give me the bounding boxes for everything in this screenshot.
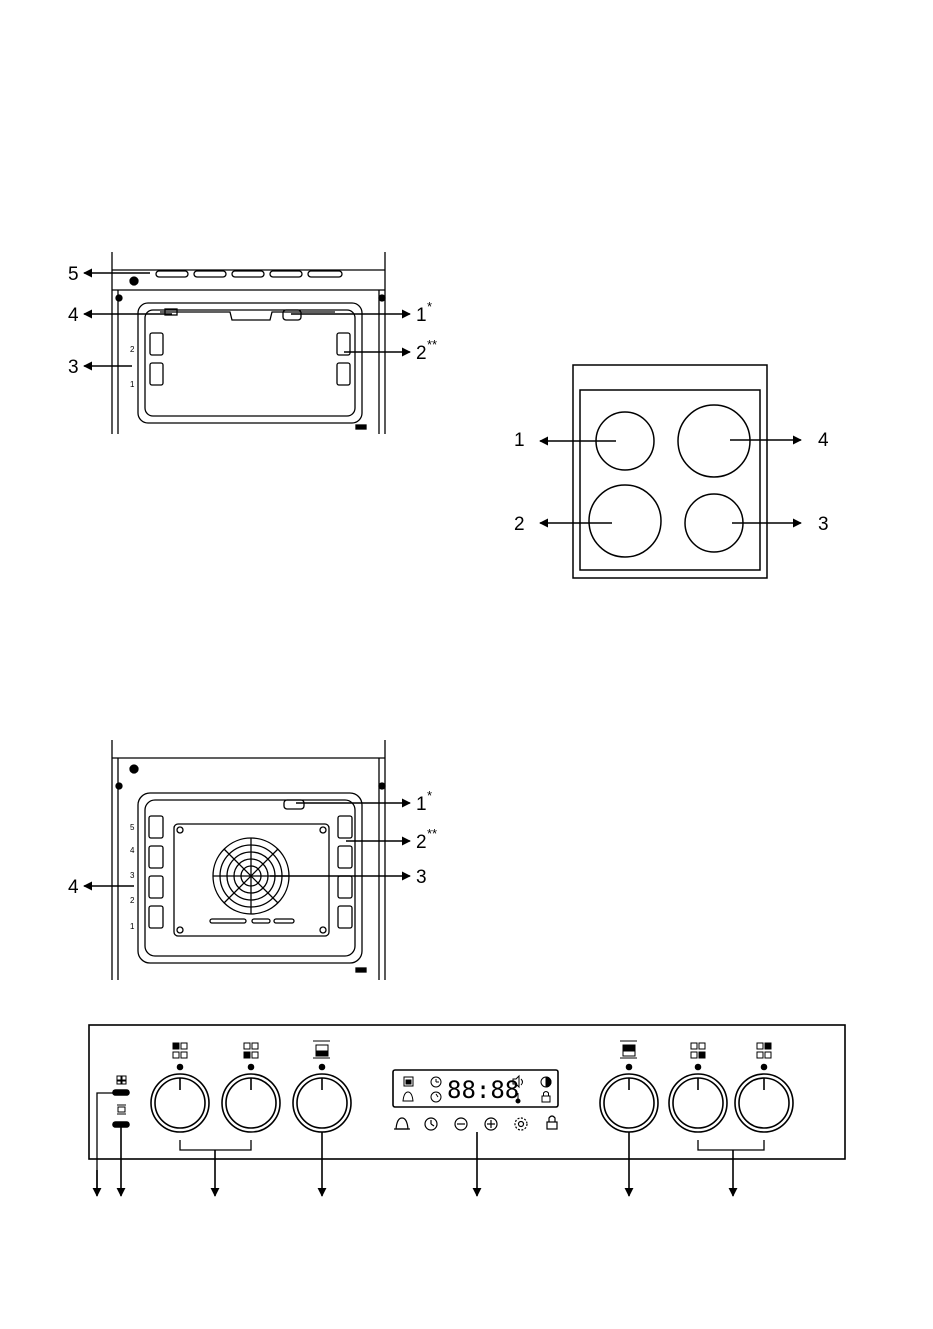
- cooking-zone-rear-right: [678, 405, 750, 477]
- hob-callout-4: 4: [818, 430, 829, 451]
- minus-icon[interactable]: [455, 1118, 467, 1130]
- front-right-zone-knob[interactable]: [669, 1074, 727, 1132]
- rear-right-zone-knob[interactable]: [735, 1074, 793, 1132]
- upper-callout-1: 1: [416, 305, 427, 326]
- upper-callout-2-mark: **: [427, 337, 437, 352]
- lower-oven-light-icon: [117, 1105, 126, 1114]
- grill-element: [156, 271, 342, 277]
- cooking-end-icon: [431, 1092, 441, 1102]
- bell-icon[interactable]: [394, 1118, 410, 1129]
- lower-shelf-level-5: 5: [130, 823, 135, 832]
- display-digits: 88:88: [447, 1076, 519, 1104]
- hob-callout-2: 2: [514, 514, 525, 535]
- upper-oven-light-switch[interactable]: [113, 1090, 129, 1095]
- upper-callout-3: 3: [68, 357, 79, 378]
- upper-oven-light-icon: [117, 1076, 126, 1084]
- control-panel-arrows: [97, 1125, 733, 1196]
- hob-arrows: [540, 440, 801, 523]
- lower-shelf-level-2: 2: [130, 896, 135, 905]
- lower-shelf-support-right: [338, 816, 352, 928]
- hob-frame: [573, 365, 767, 578]
- cooking-zone-front-left: [589, 485, 661, 557]
- hob-glass: [580, 390, 760, 570]
- lower-oven: [112, 740, 385, 980]
- lower-callout-1: 1: [416, 794, 427, 815]
- zone-rear-left-icon: [244, 1043, 258, 1058]
- upper-callout-1-mark: *: [427, 299, 432, 314]
- lower-shelf-support-left: [149, 816, 163, 928]
- main-oven-function-icon: [620, 1041, 637, 1058]
- upper-callout-2: 2: [416, 343, 427, 364]
- hob-callout-1: 1: [514, 430, 525, 451]
- zone-rear-right-icon: [757, 1043, 771, 1058]
- top-oven-knob[interactable]: [293, 1074, 351, 1132]
- upper-shelf-level-2: 2: [130, 345, 135, 354]
- clock-button-icon[interactable]: [425, 1118, 437, 1130]
- lower-callout-2: 2: [416, 832, 427, 853]
- lock-icon: [542, 1096, 550, 1102]
- hob: [573, 365, 767, 578]
- upper-oven: [112, 252, 385, 434]
- child-lock-icon[interactable]: [547, 1116, 557, 1129]
- lower-callout-4: 4: [68, 877, 79, 898]
- lower-shelf-level-4: 4: [130, 846, 135, 855]
- front-left-zone-knob[interactable]: [151, 1074, 209, 1132]
- upper-shelf-support-right: [337, 333, 350, 385]
- lower-callout-1-mark: *: [427, 788, 432, 803]
- upper-callout-5: 5: [68, 264, 79, 285]
- rear-left-zone-knob[interactable]: [222, 1074, 280, 1132]
- top-oven-icon: [313, 1041, 330, 1058]
- settings-icon[interactable]: [515, 1118, 527, 1130]
- upper-shelf-support-left: [150, 333, 163, 385]
- control-panel: 88:88: [89, 1025, 845, 1190]
- lower-callout-3: 3: [416, 867, 427, 888]
- plus-icon[interactable]: [485, 1118, 497, 1130]
- lower-shelf-level-1: 1: [130, 922, 135, 931]
- hob-callout-3: 3: [818, 514, 829, 535]
- zone-front-left-icon: [173, 1043, 187, 1058]
- main-oven-knob[interactable]: [600, 1074, 658, 1132]
- lower-oven-lamp: [284, 800, 304, 809]
- upper-callout-4: 4: [68, 305, 79, 326]
- timer-icon: [403, 1092, 413, 1101]
- upper-oven-cavity: [138, 303, 362, 423]
- upper-shelf-level-1: 1: [130, 380, 135, 389]
- lower-shelf-level-3: 3: [130, 871, 135, 880]
- zone-front-right-icon: [691, 1043, 705, 1058]
- lower-callout-2-mark: **: [427, 826, 437, 841]
